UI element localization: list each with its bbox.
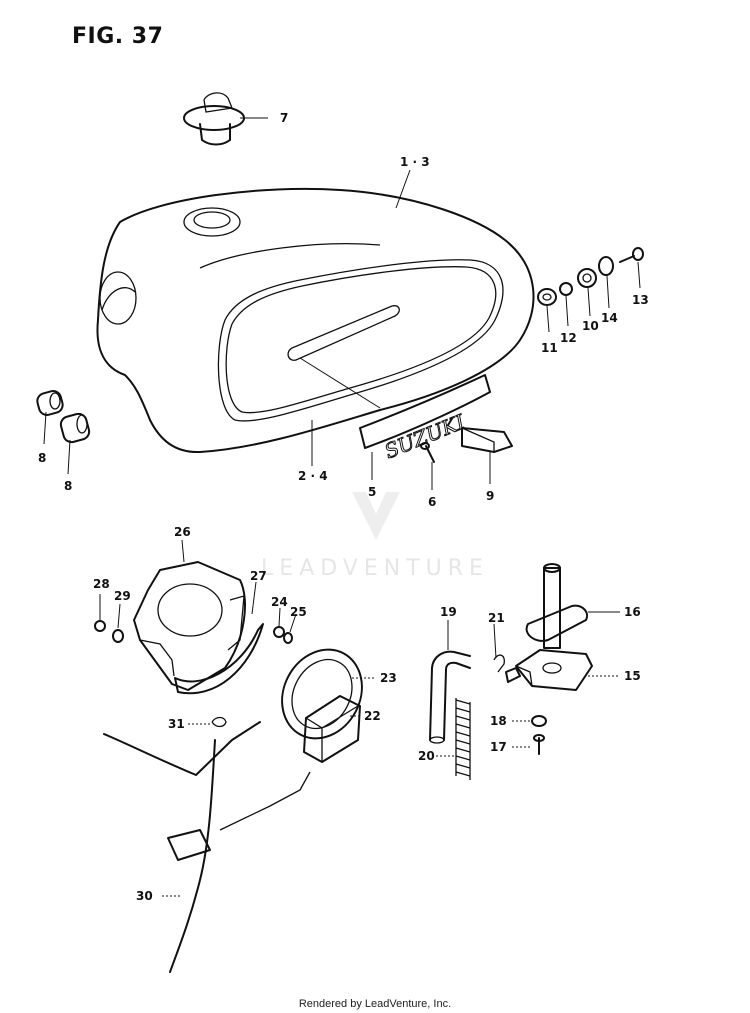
callout-16: 16 [624, 605, 641, 619]
bracket-bolt[interactable] [94, 620, 124, 643]
watermark: LEADVENTURE [261, 556, 489, 581]
leader-lines [43, 117, 641, 897]
figure-title: FIG. 37 [72, 24, 164, 49]
callout-12: 12 [560, 331, 577, 345]
gauge-bolt[interactable] [273, 626, 293, 644]
cock-screw[interactable] [533, 734, 545, 755]
damper-block[interactable] [461, 427, 513, 453]
callout-20: 20 [418, 749, 435, 763]
callout-21: 21 [488, 611, 505, 625]
callout-2-4: 2 · 4 [298, 469, 328, 483]
callout-8-left: 8 [38, 451, 46, 465]
callout-26: 26 [174, 525, 191, 539]
callout-6: 6 [428, 495, 436, 509]
wire-clamp[interactable] [211, 716, 227, 728]
callout-25: 25 [290, 605, 307, 619]
callout-18: 18 [490, 714, 507, 728]
cock-washer[interactable] [531, 715, 547, 727]
callout-22: 22 [364, 709, 381, 723]
fuel-gauge-unit[interactable] [303, 695, 361, 763]
callout-7: 7 [280, 111, 288, 125]
callout-24: 24 [271, 595, 288, 609]
footer-credit: Rendered by LeadVenture, Inc. [298, 998, 452, 1010]
bolt-set[interactable] [537, 247, 644, 306]
callout-13: 13 [632, 293, 649, 307]
callout-1-3: 1 · 3 [400, 155, 430, 169]
fuel-hose[interactable] [429, 650, 471, 744]
callout-9: 9 [486, 489, 494, 503]
callout-23: 23 [380, 671, 397, 685]
emblem-screw[interactable] [420, 442, 435, 463]
callout-15: 15 [624, 669, 641, 683]
o-ring[interactable] [525, 604, 588, 642]
callout-8-right: 8 [64, 479, 72, 493]
rubber-cushion[interactable] [36, 389, 91, 444]
callout-31: 31 [168, 717, 185, 731]
fuel-cock[interactable] [505, 563, 593, 691]
callout-27: 27 [250, 569, 267, 583]
hose-clip[interactable] [493, 654, 505, 673]
callout-19: 19 [440, 605, 457, 619]
mounting-bracket[interactable] [133, 561, 246, 691]
emblem-text: SUZUKI [381, 409, 469, 463]
rubber-liner[interactable] [174, 623, 264, 695]
wiring-harness[interactable] [103, 721, 311, 973]
watermark-logo [352, 492, 400, 540]
callout-29: 29 [114, 589, 131, 603]
callout-30: 30 [136, 889, 153, 903]
callout-17: 17 [490, 740, 507, 754]
callout-28: 28 [93, 577, 110, 591]
fuel-cap[interactable] [183, 92, 245, 146]
hose-spring[interactable] [455, 698, 471, 780]
callout-14: 14 [601, 311, 618, 325]
fuel-tank[interactable] [96, 187, 535, 454]
callouts: 7 1 · 3 11 12 10 14 13 8 8 2 · 4 5 6 9 2… [38, 111, 649, 903]
suzuki-emblem[interactable]: SUZUKI [359, 374, 491, 464]
callout-10: 10 [582, 319, 599, 333]
callout-11: 11 [541, 341, 558, 355]
callout-5: 5 [368, 485, 376, 499]
